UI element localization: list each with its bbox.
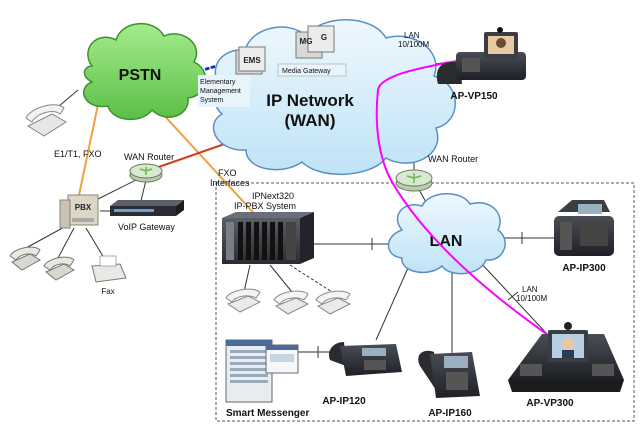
pbx-device: [59, 194, 99, 229]
ip-network-wan-label: (WAN): [285, 111, 336, 130]
ap-vp300-phone: [508, 322, 624, 392]
ap-ip300-label: AP-IP300: [562, 263, 606, 274]
lan-site-boundary: [215, 182, 635, 422]
ipnext-label-2: IP-PBX System: [234, 201, 296, 211]
mg-box-label: MG: [300, 37, 313, 46]
ap-ip120-phone: [328, 342, 402, 376]
ippbx-analog-phone-3: [315, 290, 352, 315]
smart-messenger-label: Smart Messenger: [226, 408, 309, 419]
wan-router-right: [395, 169, 433, 192]
link-lan-apip120: [375, 267, 409, 341]
link-pstn-ippbx-fxo: [149, 99, 263, 223]
pstn-cloud: [82, 22, 207, 120]
ems-caption-line3: System: [200, 97, 224, 104]
ems-caption-line2: Management: [200, 88, 241, 95]
link-ipnet-apvp300-video: [375, 59, 549, 336]
smart-messenger-window: [225, 339, 299, 403]
link-pbx-phone-3: [85, 227, 105, 259]
fax-device: [91, 255, 127, 283]
wan-router-right-label: WAN Router: [428, 154, 478, 164]
ems-caption-box: [198, 75, 250, 107]
link-lan-apvp300: [479, 261, 549, 336]
ap-ip160-phone: [418, 350, 480, 398]
pbx-label: PBX: [75, 203, 92, 212]
link-ippbx-phones-1: [243, 264, 251, 293]
link-pbx-wanrouter: [95, 177, 141, 201]
link-wanrouter-ipnetwork: [149, 139, 237, 171]
lan-cloud: [387, 193, 506, 275]
lan-label: LAN: [430, 233, 463, 250]
ems-box-label: EMS: [243, 56, 261, 65]
voip-gateway-label: VoIP Gateway: [118, 222, 175, 232]
ipnext-label-1: IPNext320: [252, 191, 294, 201]
mg-box-label-2: G: [321, 33, 327, 42]
link-pstn-pbx: [77, 94, 101, 201]
lan-link-bottom-label-1: LAN: [522, 285, 538, 294]
fax-label: Fax: [101, 287, 114, 296]
pbx-analog-phone-1: [9, 246, 41, 271]
pstn-label: PSTN: [119, 67, 162, 84]
ap-ip300-phone: [554, 200, 614, 256]
link-pbx-phone-2: [57, 227, 75, 259]
ippbx-analog-phone-2: [273, 290, 310, 315]
media-gateway-caption-box: [277, 63, 347, 77]
link-ippbx-phones-2: [269, 264, 293, 293]
wan-router-left-label: WAN Router: [124, 152, 174, 162]
link-ippbx-phones-3: [289, 264, 333, 293]
ip-pbx-rack: [222, 212, 314, 264]
ap-vp150-phone: [436, 27, 526, 84]
lan-link-bottom-label-2: 10/100M: [516, 294, 547, 303]
media-gateway-device: [295, 25, 335, 59]
fxo-label-1: FXO: [218, 168, 237, 178]
pstn-analog-phone: [25, 104, 67, 137]
ems-caption-line1: Elementary: [200, 79, 236, 86]
ap-ip160-label: AP-IP160: [428, 408, 472, 419]
pbx-analog-phone-2: [43, 256, 75, 281]
wan-router-left: [129, 163, 163, 183]
fxo-label-2: Interfaces: [210, 178, 250, 188]
ap-vp300-label: AP-VP300: [526, 398, 574, 409]
ippbx-analog-phone-1: [225, 288, 262, 313]
e1-t1-fxo-label: E1/T1, FXO: [54, 149, 102, 159]
ems-device: [235, 46, 266, 75]
ap-ip120-label: AP-IP120: [322, 396, 366, 407]
voip-gateway-device: [110, 200, 184, 216]
lan-link-top-label-2: 10/100M: [398, 40, 429, 49]
media-gateway-label: Media Gateway: [282, 68, 331, 75]
lan-link-top-label-1: LAN: [404, 31, 420, 40]
link-tick-apvp300: [507, 291, 519, 301]
ip-network-label: IP Network: [266, 91, 354, 110]
link-pbx-phone-1: [25, 224, 69, 249]
ap-vp150-label: AP-VP150: [450, 91, 498, 102]
ip-network-cloud: [212, 19, 456, 176]
